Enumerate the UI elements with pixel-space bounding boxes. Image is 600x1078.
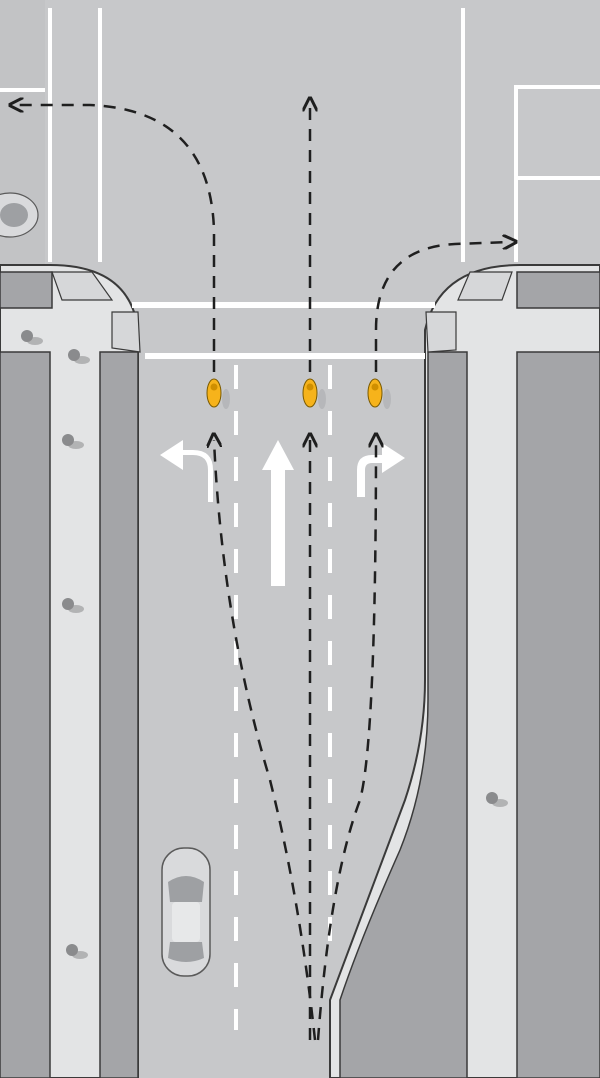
car-icon: [161, 847, 211, 977]
left-bike-buffer: [99, 351, 139, 1078]
left-curb-strip: [0, 351, 51, 1078]
right-corner-ramp: [516, 271, 600, 309]
left-corner-bulb: [111, 311, 141, 353]
pedestrian-icon: [486, 792, 508, 807]
right-corner-bulb: [425, 311, 457, 353]
right-curb-taper: [339, 351, 468, 1078]
pedestrian-icon: [21, 330, 43, 345]
right-turn-arrow-icon: [357, 443, 405, 497]
cyclist-paths: [16, 104, 510, 1041]
left-turn-path: [16, 105, 216, 372]
cyclist-icon: [206, 378, 230, 409]
pedestrian-icon: [62, 598, 84, 613]
pedestrian-icon: [68, 349, 90, 364]
left-corner-island: [51, 271, 114, 301]
right-corner-island: [457, 271, 513, 301]
right-turn-path: [374, 242, 510, 372]
right-curb-strip: [516, 351, 600, 1078]
left-corner-ramp: [0, 271, 53, 309]
car-icon: [0, 192, 39, 238]
pedestrian-icon: [66, 944, 88, 959]
cyclist-icon: [367, 378, 391, 409]
straight-arrow-icon: [262, 440, 294, 586]
left-approach-path: [214, 440, 317, 1041]
cyclist-icon: [302, 378, 326, 409]
pedestrians: [21, 330, 508, 959]
pedestrian-icon: [62, 434, 84, 449]
left-turn-arrow-icon: [160, 440, 213, 502]
